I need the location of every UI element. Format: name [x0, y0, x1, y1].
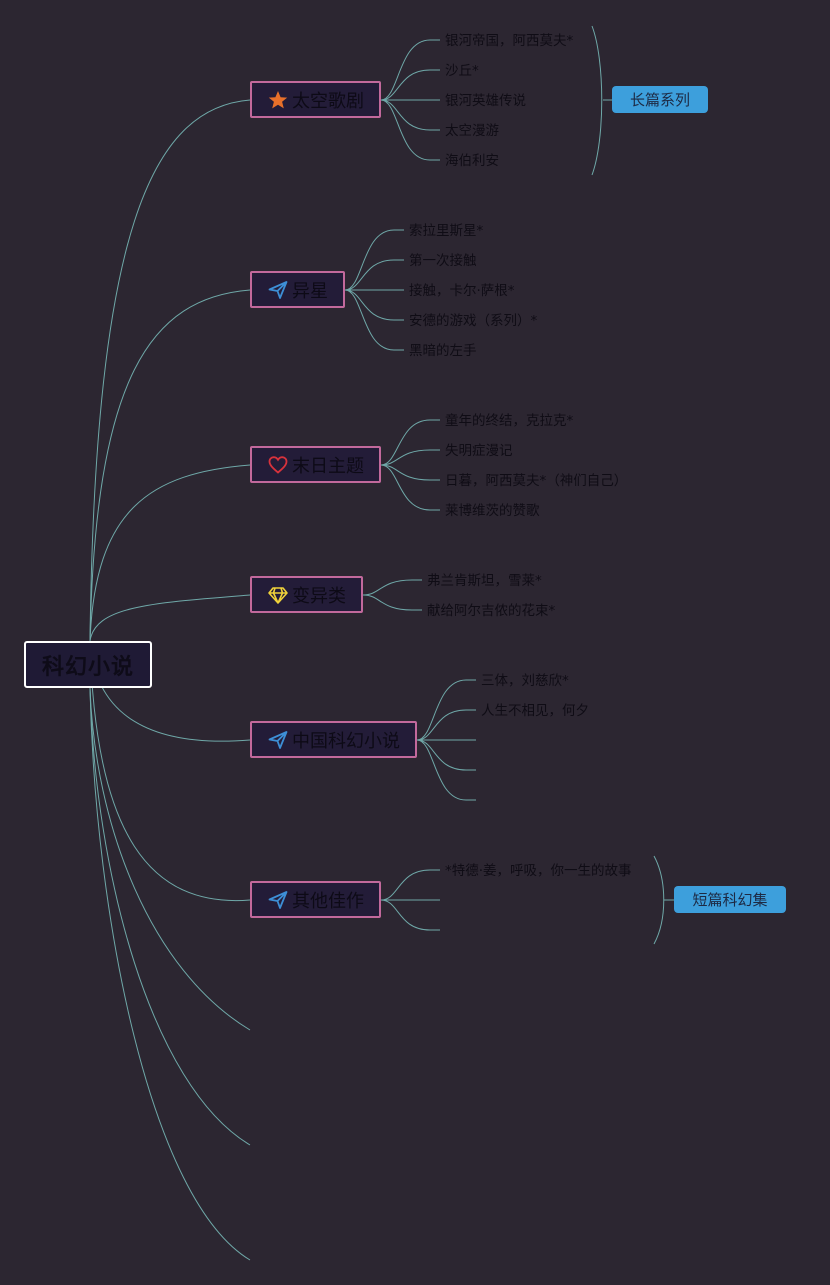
- root-connector: [89, 99, 251, 642]
- leaf-item[interactable]: 失明症漫记: [445, 443, 513, 459]
- diamond-icon: [268, 585, 288, 605]
- summary-tag-short-collection[interactable]: 短篇科幻集: [674, 886, 786, 913]
- root-connector: [89, 687, 251, 1146]
- root-node[interactable]: 科幻小说: [24, 641, 152, 688]
- summary-bracket: [653, 855, 665, 945]
- branch-label: 其他佳作: [292, 890, 364, 912]
- root-connector: [89, 640, 251, 902]
- paper-plane-icon: [268, 280, 288, 300]
- heart-icon: [268, 455, 288, 475]
- branch-node-mutation[interactable]: 变异类: [250, 576, 363, 613]
- tag-label: 短篇科幻集: [692, 891, 768, 909]
- leaf-connector: [380, 464, 431, 511]
- branch-node-other-works[interactable]: 其他佳作: [250, 881, 381, 918]
- leaf-item[interactable]: 日暮，阿西莫夫*（神们自己）: [445, 473, 628, 489]
- leaf-item[interactable]: 人生不相见，何夕: [481, 703, 589, 719]
- leaf-item[interactable]: 献给阿尔吉侬的花束*: [427, 603, 556, 619]
- leaf-connector: [380, 449, 431, 466]
- root-connector: [89, 464, 251, 642]
- branch-node-alien-worlds[interactable]: 异星: [250, 271, 345, 308]
- leaf-connector: [380, 464, 431, 481]
- leaf-connector: [344, 229, 395, 291]
- leaf-item[interactable]: 第一次接触: [409, 253, 477, 269]
- leaf-connector: [362, 579, 413, 596]
- branch-label: 中国科幻小说: [292, 730, 400, 752]
- leaf-item[interactable]: 索拉里斯星*: [409, 223, 484, 239]
- branch-node-space-opera[interactable]: 太空歌剧: [250, 81, 381, 118]
- leaf-connector: [380, 419, 431, 466]
- leaf-item[interactable]: 弗兰肯斯坦，雪莱*: [427, 573, 542, 589]
- paper-plane-icon: [268, 730, 288, 750]
- leaf-connector: [380, 869, 431, 901]
- leaf-item[interactable]: 海伯利安: [445, 153, 499, 169]
- leaf-item[interactable]: 童年的终结，克拉克*: [445, 413, 574, 429]
- root-connector: [89, 687, 251, 1031]
- leaf-connector: [416, 709, 467, 741]
- summary-bracket: [591, 25, 603, 176]
- leaf-connector: [416, 679, 467, 741]
- leaf-item[interactable]: 银河帝国，阿西莫夫*: [445, 33, 574, 49]
- leaf-connector: [344, 259, 395, 291]
- leaf-item[interactable]: 接触，卡尔·萨根*: [409, 283, 515, 299]
- leaf-item[interactable]: 三体，刘慈欣*: [481, 673, 569, 689]
- leaf-connector: [380, 39, 431, 101]
- leaf-connector: [416, 739, 467, 801]
- leaf-item[interactable]: 银河英雄传说: [445, 93, 526, 109]
- leaf-connector: [362, 594, 413, 611]
- leaf-item[interactable]: *特德·姜，呼吸，你一生的故事: [445, 863, 632, 879]
- branch-label: 太空歌剧: [292, 90, 364, 112]
- leaf-item[interactable]: 沙丘*: [445, 63, 479, 79]
- leaf-item[interactable]: 安德的游戏（系列）*: [409, 313, 538, 329]
- branch-label: 异星: [292, 280, 328, 302]
- root-label: 科幻小说: [41, 654, 134, 680]
- root-connector: [89, 594, 251, 642]
- branch-label: 变异类: [292, 585, 346, 607]
- summary-tag-long-series[interactable]: 长篇系列: [612, 86, 708, 113]
- leaf-connector: [380, 899, 431, 931]
- tag-label: 长篇系列: [629, 91, 690, 109]
- leaf-connector: [380, 69, 431, 101]
- leaf-item[interactable]: 莱博维茨的赞歌: [445, 503, 540, 519]
- leaf-item[interactable]: 太空漫游: [445, 123, 499, 139]
- leaf-item[interactable]: 黑暗的左手: [409, 343, 477, 359]
- leaf-connector: [380, 99, 431, 161]
- paper-plane-icon: [268, 890, 288, 910]
- branch-node-chinese-scifi[interactable]: 中国科幻小说: [250, 721, 417, 758]
- root-connector: [89, 687, 251, 1261]
- branch-node-apocalypse[interactable]: 末日主题: [250, 446, 381, 483]
- star-icon: [268, 90, 288, 110]
- leaf-connector: [344, 289, 395, 351]
- root-connector: [89, 289, 251, 642]
- branch-label: 末日主题: [292, 455, 364, 477]
